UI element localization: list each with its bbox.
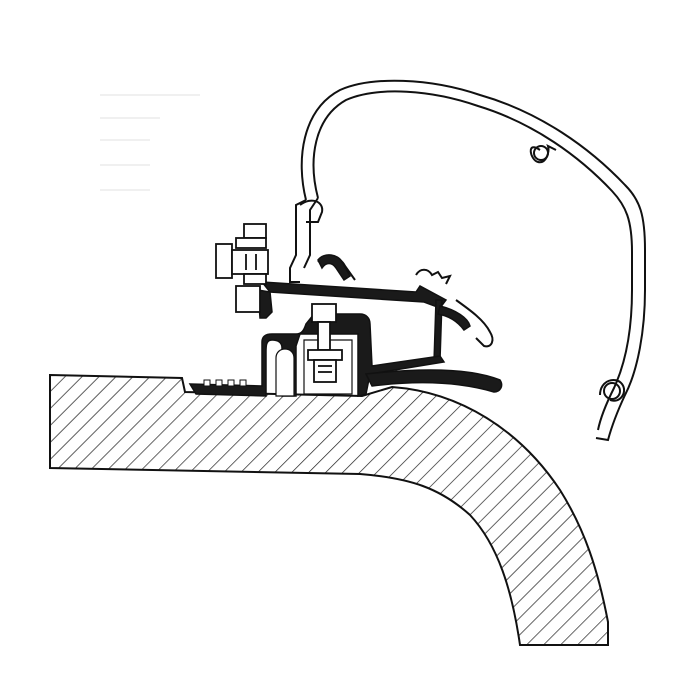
rail-teeth bbox=[203, 379, 247, 387]
adjusting-bolts bbox=[215, 223, 269, 313]
vehicle-roof-section bbox=[49, 373, 609, 646]
adapter-bracket bbox=[257, 254, 471, 364]
clamp-bolt bbox=[307, 303, 343, 383]
roof-rail-profile bbox=[188, 313, 503, 397]
faint-guide-lines bbox=[100, 94, 200, 191]
